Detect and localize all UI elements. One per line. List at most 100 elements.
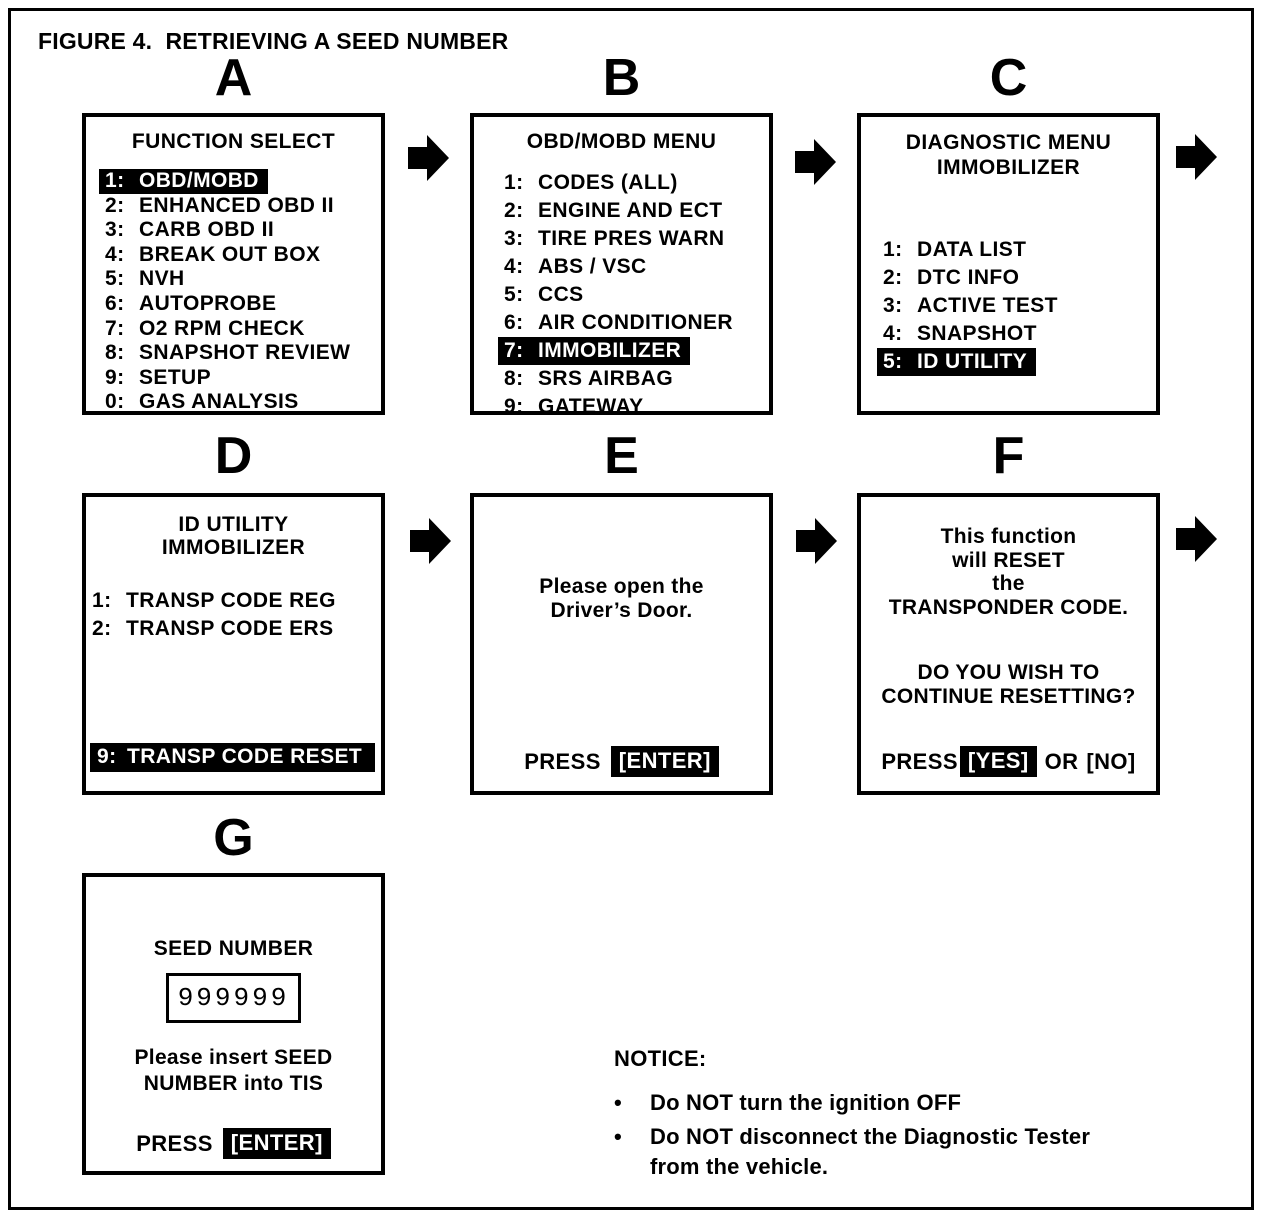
menu-item: 4:BREAK OUT BOX	[105, 243, 381, 268]
screen-f-press-row: PRESS [YES] OR [NO]	[861, 746, 1156, 777]
menu-item-number: 4:	[105, 242, 125, 266]
menu-item-number: 8:	[504, 367, 524, 390]
arrow-c-to-d-icon	[1176, 134, 1217, 180]
notice-heading: NOTICE:	[614, 1046, 707, 1071]
menu-item-number: 4:	[504, 255, 524, 278]
menu-item: 6:AIR CONDITIONER	[504, 309, 769, 337]
menu-item: 5: ID UTILITY	[877, 348, 1156, 376]
menu-item-label: ENHANCED OBD II	[139, 193, 335, 217]
menu-item: 8: SRS AIRBAG	[504, 365, 769, 393]
menu-item: 5: CCS	[504, 281, 769, 309]
menu-item-number: 6:	[105, 291, 125, 315]
screen-e-press-row: PRESS [ENTER]	[474, 746, 769, 777]
menu-item-label: CCS	[538, 283, 584, 306]
screen-c-title-line2: IMMOBILIZER	[936, 156, 1081, 179]
enter-key: [ENTER]	[222, 1128, 331, 1159]
menu-item: 1:TRANSP CODE REG	[92, 587, 381, 615]
menu-item-label: SRS AIRBAG	[538, 367, 674, 390]
screen-f-message-line1: This function	[940, 525, 1077, 548]
menu-item-label: O2 RPM CHECK	[139, 316, 305, 340]
menu-item-number: 2:	[105, 193, 125, 217]
menu-item-label: TRANSP CODE ERS	[126, 617, 334, 640]
menu-item-label: AIR CONDITIONER	[538, 311, 733, 334]
menu-item-label: TIRE PRES WARN	[538, 227, 725, 250]
menu-item-label: SETUP	[139, 365, 212, 389]
menu-item: 2:ENGINE AND ECT	[504, 197, 769, 225]
menu-item: 9: SETUP	[105, 366, 381, 391]
menu-item-number: 5:	[504, 283, 524, 306]
screen-g-title: SEED NUMBER	[153, 937, 314, 960]
screen-e-message-line1: Please open the	[539, 575, 704, 598]
figure-border	[8, 8, 1254, 1210]
step-label-e: E	[604, 427, 639, 485]
screen-f-question: DO YOU WISH TO CONTINUE RESETTING?	[861, 661, 1156, 708]
screen-d-title: ID UTILITY IMMOBILIZER	[86, 513, 381, 559]
screen-g-message: Please insert SEED NUMBER into TIS	[86, 1045, 381, 1097]
notice-bullet: • Do NOT turn the ignition OFF	[614, 1088, 1174, 1118]
menu-item: 1:DATA LIST	[883, 236, 1156, 264]
menu-item-label: AUTOPROBE	[139, 291, 277, 315]
screen-b-obd-mobd-menu: OBD/MOBD MENU 1:CODES (ALL)2:ENGINE AND …	[470, 113, 773, 418]
or-label: OR	[1044, 748, 1079, 774]
menu-item-label: CODES (ALL)	[538, 171, 678, 194]
menu-item-label: ENGINE AND ECT	[538, 199, 723, 222]
screen-f-message: This function will RESET the TRANSPONDER…	[861, 525, 1156, 619]
menu-item-label: OBD/MOBD	[139, 169, 259, 192]
screen-g-message-line1: Please insert SEED	[134, 1046, 333, 1069]
screen-c-title-line1: DIAGNOSTIC MENU	[905, 131, 1112, 154]
menu-item: 3:CARB OBD II	[105, 218, 381, 243]
menu-item-label: ACTIVE TEST	[917, 294, 1058, 317]
menu-item-label: ID UTILITY	[917, 350, 1028, 373]
step-label-d: D	[214, 427, 253, 485]
step-label-f: F	[992, 427, 1025, 485]
menu-item-number: 4:	[883, 322, 903, 345]
screen-c-title: DIAGNOSTIC MENU IMMOBILIZER	[861, 130, 1156, 180]
menu-item-number: 5:	[105, 267, 125, 291]
arrow-e-to-f-icon	[796, 518, 837, 564]
step-label-b: B	[602, 49, 641, 107]
screen-f-message-line3: the	[992, 572, 1025, 595]
step-label-c: C	[989, 49, 1028, 107]
bullet-icon: •	[614, 1124, 622, 1149]
arrow-d-to-e-icon	[410, 518, 451, 564]
notice-bullets: • Do NOT turn the ignition OFF • Do NOT …	[614, 1088, 1174, 1182]
menu-item-label: GAS ANALYSIS	[139, 390, 299, 414]
menu-item-label: GATEWAY	[538, 395, 644, 418]
menu-item-number: 0:	[105, 390, 125, 414]
menu-item-number: 2:	[883, 266, 903, 289]
menu-item: 1: CODES (ALL)	[504, 169, 769, 197]
menu-item-number: 5:	[883, 350, 903, 373]
menu-item-label: SNAPSHOT REVIEW	[139, 341, 351, 365]
arrow-b-to-c-icon	[795, 139, 836, 185]
menu-item-number: 7:	[105, 316, 125, 340]
notice-bullet-text: Do NOT disconnect the Diagnostic Tester …	[650, 1124, 1091, 1179]
menu-item-number: 1:	[504, 171, 524, 194]
menu-item-label: ABS / VSC	[538, 255, 647, 278]
menu-item-label: TRANSP CODE REG	[126, 589, 336, 612]
screen-e-message: Please open the Driver’s Door.	[474, 575, 769, 623]
seed-value: 999999	[177, 983, 290, 1013]
seed-value-box: 999999	[166, 973, 301, 1023]
screen-d-id-utility: ID UTILITY IMMOBILIZER 1:TRANSP CODE REG…	[82, 493, 385, 795]
menu-item: 3:ACTIVE TEST	[883, 292, 1156, 320]
enter-key: [ENTER]	[610, 746, 719, 777]
menu-item-label: CARB OBD II	[139, 218, 275, 242]
menu-item-number: 9:	[105, 365, 125, 389]
screen-e-open-door: Please open the Driver’s Door. PRESS [EN…	[470, 493, 773, 795]
menu-item: 2:DTC INFO	[883, 264, 1156, 292]
screen-e-message-line2: Driver’s Door.	[550, 599, 693, 622]
notice-bullet: • Do NOT disconnect the Diagnostic Teste…	[614, 1122, 1174, 1182]
yes-key: [YES]	[959, 746, 1037, 777]
menu-item: 3:TIRE PRES WARN	[504, 225, 769, 253]
screen-f-question-line1: DO YOU WISH TO	[917, 661, 1100, 684]
press-label: PRESS	[524, 748, 601, 774]
menu-item-number: 9:	[504, 395, 524, 418]
notice-block: NOTICE: • Do NOT turn the ignition OFF •…	[614, 1046, 1174, 1186]
menu-item: 4: ABS / VSC	[504, 253, 769, 281]
arrow-a-to-b-icon	[408, 135, 449, 181]
